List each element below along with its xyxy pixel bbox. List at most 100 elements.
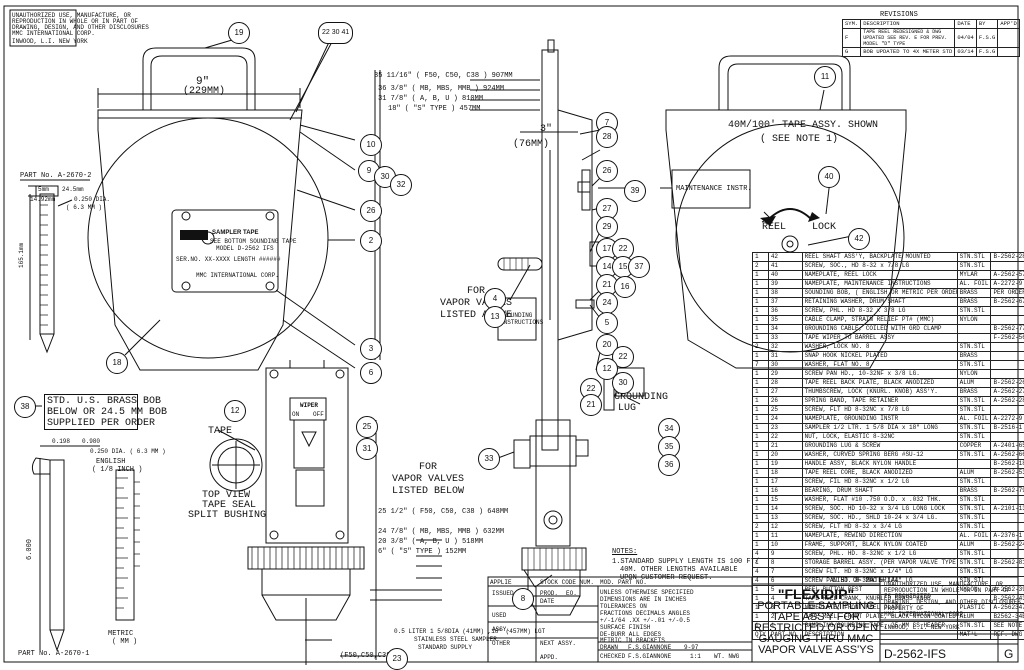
bom-ref: F-2562-56 — [990, 333, 1024, 343]
bom-count: 1 — [752, 315, 769, 325]
bom-description: SCREW PAN HD., 10-32NF x 3/8 LG. — [801, 369, 958, 379]
bom-count: 1 — [752, 333, 769, 343]
maintenance-instr-label: MAINTENANCE INSTR. — [676, 185, 752, 193]
balloon: 26 — [596, 160, 618, 182]
rev-header: DESCRIPTION — [860, 19, 956, 29]
bom-description: SCREW, FLT HD 8-32NC x 7/8 LG — [801, 405, 958, 415]
bom-item-no: 7 — [767, 567, 803, 577]
tb-head: ISSUED TO — [492, 590, 525, 597]
bom-count: 1 — [752, 423, 769, 433]
bom-item-no: 40 — [767, 270, 803, 280]
bom-item-no: 12 — [767, 522, 803, 532]
tb-drawn-date: 9-97 — [684, 644, 699, 651]
bom-material: STN.STL — [956, 621, 992, 631]
balloon: 38 — [14, 396, 36, 418]
balloon: 42 — [848, 228, 870, 250]
bob-2670-1 — [49, 459, 65, 631]
bom-description: SAMPLER 1/2 LTR. 1 5/8 DIA x 18" LONG — [801, 423, 958, 433]
scale-dim: 0.980 — [82, 438, 101, 445]
bom-description: SCREW, FIL HD 8-32NC x 1/2 LG — [801, 477, 958, 487]
bom-item-no: 10 — [767, 540, 803, 550]
bom-count: 1 — [752, 495, 769, 505]
bom-description: TAPE REEL BACK PLATE, BLACK ANODIZED — [801, 378, 958, 388]
bom-ref: A-2562-57 — [990, 270, 1024, 280]
bom-item-no: 19 — [767, 459, 803, 469]
tape-label: TAPE — [208, 426, 233, 437]
bom-count: 1 — [752, 270, 769, 280]
bom-count: 1 — [752, 414, 769, 424]
storage-barrel — [535, 419, 571, 547]
bom-count: 1 — [752, 297, 769, 307]
brass-bob-line: BELOW OR 24.5 MM BOB — [47, 407, 168, 418]
rev-sym: G — [841, 47, 862, 57]
nameplate-line: SEE BOTTOM SOUNDING TAPE — [210, 238, 297, 245]
rev-by: F.S.G — [975, 28, 999, 48]
tb-notice-line: REPRODUCTION IN WHOLE OR IN PART OF — [884, 587, 1011, 594]
bom-ref: B-2562-67 — [990, 297, 1024, 307]
balloon: 8 — [512, 588, 534, 610]
bom-item-no: 9 — [767, 549, 803, 559]
bom-material: COPPER — [956, 441, 992, 451]
bom-ref: B-2562-81 — [990, 558, 1024, 568]
bom-footer-ref: REF. DWG — [990, 630, 1024, 640]
bom-item-no: 28 — [767, 378, 803, 388]
frame-support — [97, 109, 303, 371]
tolerance-line: +/-1/64 .XX +/-.01 +/-0.5 — [600, 617, 691, 624]
bom-ref: B-2562-18 — [990, 459, 1024, 469]
drawing-rev: G — [1004, 647, 1014, 661]
bom-ref — [990, 432, 1024, 442]
bom-count: 1 — [752, 513, 769, 523]
bom-material: MYLAR — [956, 270, 992, 280]
bom-material: STN.STL — [956, 567, 992, 577]
bom-item-no: 6 — [767, 576, 803, 586]
rev-sym: F — [841, 28, 862, 48]
bom-count: 4 — [752, 576, 769, 586]
bom-material: STN.STL — [956, 450, 992, 460]
sampler-note-line: 0.5 LITER 1 5/8DIA (41MM) ,18" (457MM) L… — [394, 628, 546, 635]
tb-notice-line: DRAWING, DESIGN, AND OTHER DISCLOSURES — [884, 599, 1021, 606]
height-label: 36 3/8" ( MB, MBS, MMB ) 924MM — [378, 85, 505, 93]
bom-material: STN.STL — [956, 396, 992, 406]
bom-ref — [990, 261, 1024, 271]
tolerance-line: DE-BURR ALL EDGES — [600, 631, 662, 638]
rev-app — [997, 28, 1020, 48]
bom-material: STN.STL — [956, 360, 992, 370]
grounding-instr-label: GROUNDING — [500, 312, 533, 319]
balloon: 30 — [331, 29, 340, 36]
wiper-on-label: ON — [292, 411, 300, 418]
tolerance-line: FRACTIONS DECIMALS ANGLES — [600, 610, 691, 617]
bom-ref: SEE NOTE 1 — [990, 621, 1024, 631]
balloon: 12 — [224, 400, 246, 422]
bom-item-no: 38 — [767, 288, 803, 298]
list-of-material: LIST OF MATERIAL — [832, 577, 900, 585]
tb-sheet: WT. NWG — [714, 653, 740, 660]
balloon: 32 — [390, 174, 412, 196]
bom-ref: B-2562-79 — [990, 486, 1024, 496]
bob-dim: ( 6.3 MM ) — [66, 204, 103, 211]
bom-ref — [990, 351, 1024, 361]
revisions-table: SYM. DESCRIPTION DATE BY APP'D F TAPE RE… — [841, 19, 1020, 57]
bom-description: THUMBSCREW, LOCK (KNURL. KNOB) ASS'Y. — [801, 387, 958, 397]
bom-description: REEL SHAFT ASS'Y, BACKPLATE MOUNTED — [801, 252, 958, 262]
bom-item-no: 26 — [767, 396, 803, 406]
tb-drawn-label: DRAWN — [600, 644, 619, 651]
lock-label: LOCK — [812, 222, 837, 233]
bom-count: 2 — [752, 522, 769, 532]
bom-count: 1 — [752, 531, 769, 541]
lower-height-label: 6" ( "S" TYPE ) 152MM — [378, 548, 467, 556]
bom-count: 2 — [752, 342, 769, 352]
bom-count: 1 — [752, 486, 769, 496]
rev-date: 03/14 — [954, 47, 977, 57]
balloon: 13 — [484, 306, 506, 328]
bom-footer-mat: MAT'L — [956, 630, 992, 640]
